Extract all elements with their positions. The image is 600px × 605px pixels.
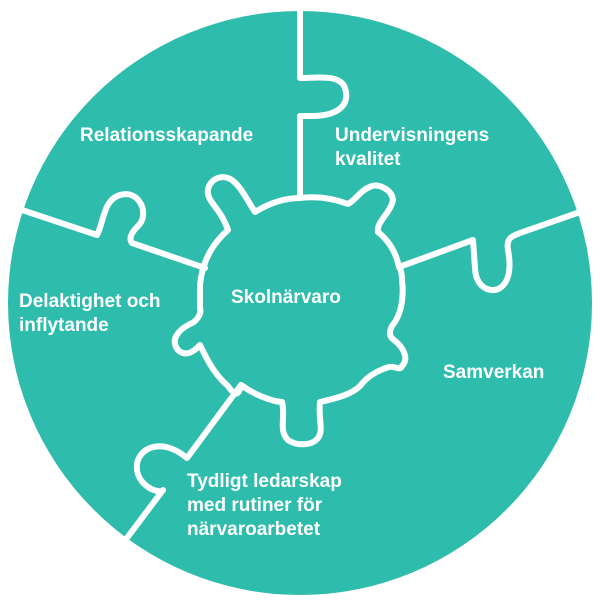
separator-lower-left (124, 382, 244, 541)
label-line: Tydligt ledarskap (187, 471, 342, 492)
piece-label-relationsskapande: Relationsskapande (80, 124, 253, 148)
center-piece-outline (171, 174, 409, 448)
label-line: inflytande (19, 315, 109, 336)
label-line: närvaroarbetet (187, 519, 321, 540)
piece-label-samverkan: Samverkan (443, 361, 544, 385)
center-label: Skolnärvaro (231, 286, 341, 310)
label-line: Delaktighet och (19, 291, 161, 312)
separator-top (297, 2, 350, 201)
piece-label-delaktighet: Delaktighet och inflytande (19, 290, 160, 338)
center-label-text: Skolnärvaro (231, 287, 341, 308)
label-line: med rutiner för (187, 495, 323, 516)
label-line: Samverkan (443, 362, 545, 383)
separator-upper-right (396, 209, 583, 294)
label-line: kvalitet (335, 149, 401, 170)
separator-upper-left (19, 191, 208, 271)
piece-label-undervisningens-kvalitet: Undervisningens kvalitet (335, 124, 489, 172)
label-line: Relationsskapande (80, 125, 254, 146)
piece-label-tydligt-ledarskap: Tydligt ledarskap med rutiner för närvar… (187, 470, 342, 542)
label-line: Undervisningens (335, 125, 490, 146)
